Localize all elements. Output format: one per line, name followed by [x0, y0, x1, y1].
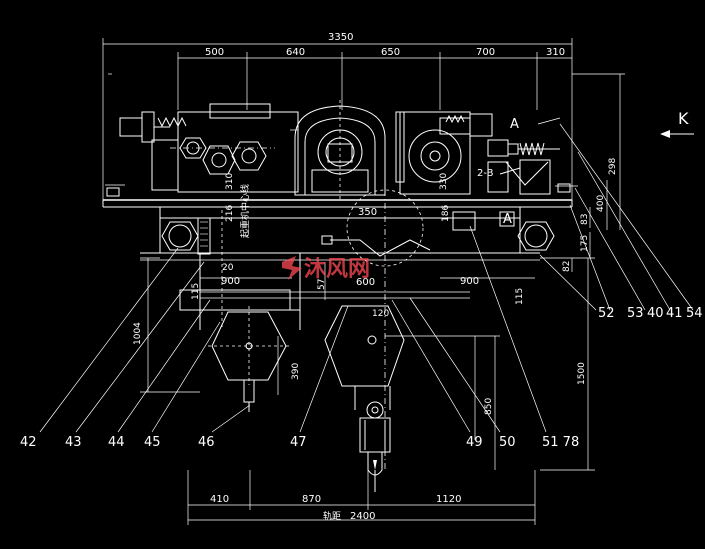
dim-top-seg-2: 640	[286, 47, 305, 58]
dim-400: 400	[596, 195, 606, 212]
leader-lines	[39, 123, 694, 433]
part-40: 40	[647, 306, 664, 321]
part-44: 44	[108, 435, 125, 450]
part-54: 54	[686, 306, 703, 321]
top-dimensions: 3350 500 640 650 700 310	[102, 32, 573, 200]
dim-57: 57	[317, 279, 327, 290]
dim-310: 310	[225, 173, 235, 190]
dim-330: 330	[439, 173, 449, 190]
middle-dimensions: 900 900 600 115 115 120 20 57	[191, 262, 535, 319]
dim-115-right: 115	[515, 288, 525, 305]
dim-298: 298	[608, 158, 618, 175]
part-numbers: 42 43 44 45 46 47 49 50 51 78 52 53 40 4…	[20, 306, 703, 450]
dim-top-seg-1: 500	[205, 47, 224, 58]
right-small-drive: A 2-B	[477, 117, 578, 195]
right-wheel: A	[499, 211, 555, 251]
dim-216: 216	[225, 205, 235, 222]
part-53: 53	[627, 306, 644, 321]
part-52: 52	[598, 306, 615, 321]
dim-bottom-seg-3: 1120	[436, 494, 461, 505]
part-47: 47	[290, 435, 307, 450]
side-dimensions: 1004 1500	[133, 257, 595, 471]
dim-120: 120	[372, 309, 389, 319]
part-46: 46	[198, 435, 215, 450]
note-2b: 2-B	[477, 168, 494, 179]
dim-20: 20	[222, 263, 234, 273]
right-vertical-dimensions: 298 400 83 175 82	[540, 73, 625, 272]
dim-850: 850	[484, 398, 494, 415]
dim-115-left: 115	[191, 283, 201, 300]
dim-390: 390	[291, 363, 301, 380]
dim-1500: 1500	[577, 362, 587, 385]
bottom-dimensions: 410 870 1120 2400 轨距	[187, 470, 536, 525]
view-k-label: K	[678, 109, 689, 128]
left-sheave: 390	[208, 306, 301, 412]
section-a-mid: A	[503, 212, 512, 227]
dim-600: 600	[356, 277, 375, 288]
watermark-text: 沐风网	[304, 257, 370, 282]
hook-block: 850	[324, 305, 500, 492]
dim-bottom-overall: 2400	[350, 511, 375, 522]
dim-82: 82	[562, 261, 572, 272]
trolley-frame	[102, 199, 573, 330]
part-45: 45	[144, 435, 161, 450]
dim-1004: 1004	[133, 322, 143, 345]
part-51-78: 51 78	[542, 435, 579, 450]
part-49: 49	[466, 435, 483, 450]
center-drum-assembly	[294, 100, 386, 200]
part-41: 41	[666, 306, 683, 321]
dim-bottom-seg-2: 870	[302, 494, 321, 505]
dim-top-seg-4: 700	[476, 47, 495, 58]
dim-middle-left: 900	[221, 276, 240, 287]
left-wheel: 216 起重机中心线	[161, 184, 251, 330]
watermark: 沐风网	[282, 256, 370, 282]
center-note: 起重机中心线	[239, 184, 251, 238]
dim-bottom-label: 轨距	[323, 510, 341, 522]
view-k-arrow: K	[660, 109, 694, 138]
left-drive: 310	[105, 103, 299, 197]
dim-186: 186	[441, 205, 451, 222]
drum-centerlines: 350 186	[321, 189, 451, 470]
part-43: 43	[65, 435, 82, 450]
part-42: 42	[20, 435, 37, 450]
dim-bottom-seg-1: 410	[210, 494, 229, 505]
dim-350: 350	[358, 207, 377, 218]
dim-middle-right: 900	[460, 276, 479, 287]
dim-top-seg-3: 650	[381, 47, 400, 58]
dim-top-seg-5: 310	[546, 47, 565, 58]
section-a-top: A	[510, 117, 519, 132]
right-gearbox: 330	[395, 111, 493, 195]
dim-83: 83	[580, 214, 590, 225]
part-50: 50	[499, 435, 516, 450]
watermark-logo-icon	[282, 256, 302, 280]
dim-overall-top: 3350	[328, 32, 353, 43]
